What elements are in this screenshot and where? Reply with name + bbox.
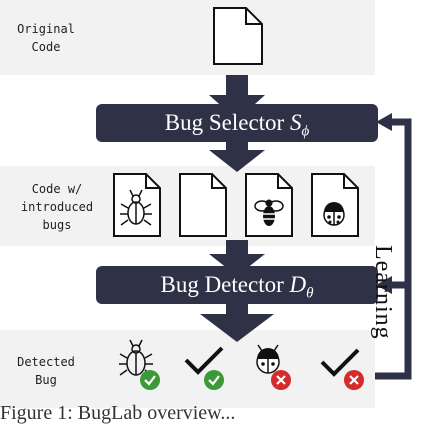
detected-bug-band	[0, 330, 375, 408]
beetle-icon	[120, 189, 152, 226]
file-clean	[179, 173, 227, 237]
detection-beetle-correct	[119, 339, 160, 390]
arrow-shaft-1	[226, 75, 248, 95]
file-with-bee	[245, 173, 293, 237]
feedback-arrowhead-selector	[376, 113, 392, 131]
checkmark-icon	[320, 348, 360, 377]
ladybug-icon	[256, 344, 280, 374]
bug-selector-symbol: S	[289, 110, 302, 135]
original-code-band	[0, 0, 375, 75]
original-code-label: Original Code	[17, 22, 75, 54]
arrow-shaft-3	[226, 240, 248, 256]
beetle-icon	[119, 339, 153, 376]
detection-check-wrong	[320, 348, 364, 390]
feedback-arrowhead-detector	[376, 276, 392, 294]
bug-detector-symbol: D	[289, 272, 307, 297]
arrow-head-3	[209, 254, 265, 276]
arrow-head-2	[209, 150, 265, 172]
bug-selector-subscript: ϕ	[301, 123, 310, 140]
arrow-shaft-4	[226, 302, 248, 316]
feedback-line	[375, 118, 412, 380]
bug-selector-box: Bug Selector Sϕ	[96, 104, 378, 142]
introduced-bugs-label: Code w/ introduced bugs	[20, 182, 94, 232]
bug-detector-subscript: θ	[306, 285, 314, 302]
bee-icon	[254, 199, 284, 226]
ladybug-icon	[323, 202, 345, 226]
bug-detector-box: Bug Detector Dθ	[96, 266, 378, 304]
detected-bug-label: Detected Bug	[17, 355, 75, 387]
bug-detector-label: Bug Detector	[160, 272, 290, 297]
file-with-beetle	[113, 173, 161, 237]
learning-label: Learning	[370, 245, 396, 340]
correct-badge	[140, 370, 160, 390]
figure-caption: Figure 1: BugLab overview...	[0, 402, 236, 424]
detection-check-correct	[184, 346, 224, 390]
arrow-head-4	[200, 314, 274, 342]
correct-badge	[204, 370, 224, 390]
file-with-ladybug	[311, 173, 359, 237]
detection-ladybug-wrong	[256, 344, 291, 390]
bug-selector-label: Bug Selector	[164, 110, 290, 135]
checkmark-icon	[184, 346, 224, 375]
